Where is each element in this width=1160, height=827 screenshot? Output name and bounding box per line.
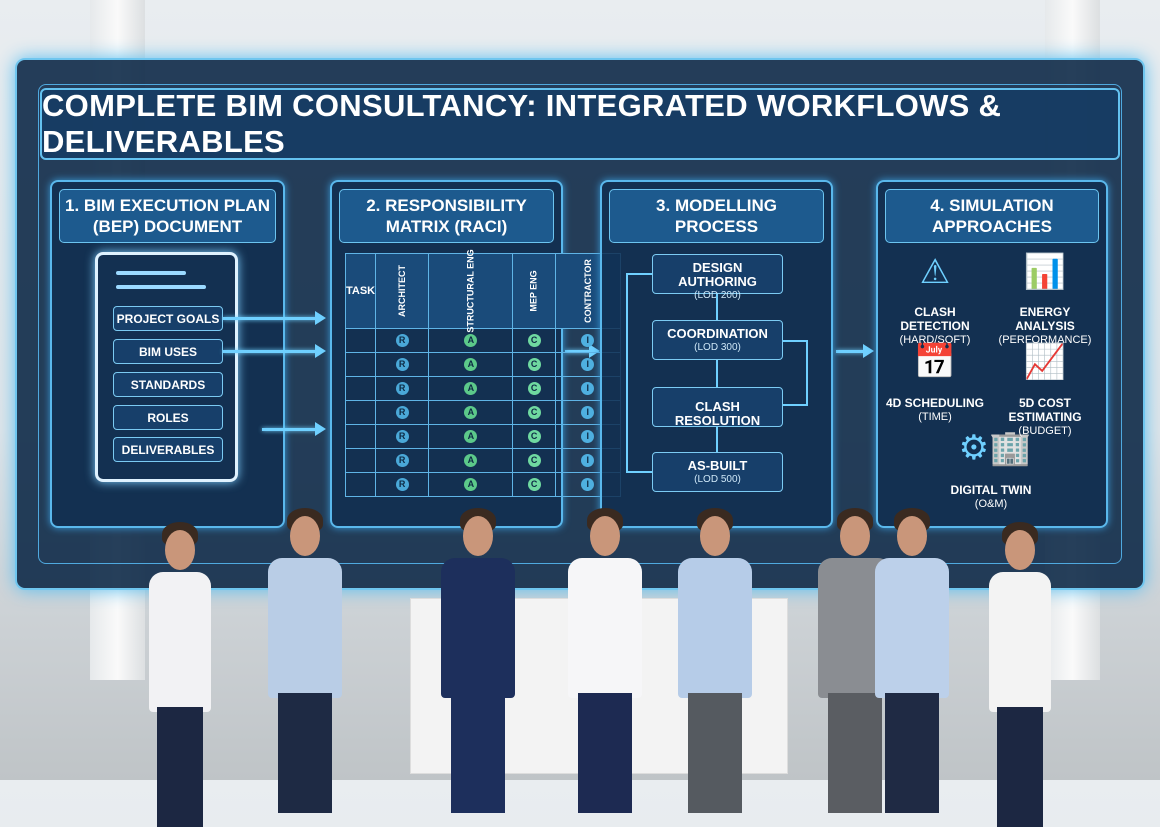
step-clash-resolution: CLASH RESOLUTION — [652, 387, 783, 428]
raci-badge: I — [581, 358, 595, 371]
raci-badge: C — [527, 478, 541, 491]
raci-badge: C — [527, 382, 541, 395]
sim-energy-analysis: ENERGY ANALYSIS(PERFORMANCE) — [998, 305, 1092, 346]
growth-chart-icon: 📈 — [1023, 343, 1067, 381]
raci-badge: I — [581, 478, 595, 491]
person — [135, 508, 225, 827]
column-header: STRUCTURAL ENG — [428, 249, 514, 333]
raci-table: TASK ARCHITECT STRUCTURAL ENG MEP ENG CO… — [344, 249, 621, 497]
bar-chart-icon: 📊 — [1023, 253, 1067, 291]
head-gear-building-icon: ⚙🏢 — [958, 429, 1032, 467]
panel-title: 3. MODELLING PROCESS — [609, 189, 824, 243]
sim-4d-scheduling: 4D SCHEDULING(TIME) — [885, 396, 984, 423]
raci-badge: C — [527, 454, 541, 467]
raci-badge: I — [581, 382, 595, 395]
column-header: ARCHITECT — [375, 253, 430, 329]
loop-line — [626, 471, 652, 473]
panel-title: 2. RESPONSIBILITY MATRIX (RACI) — [339, 189, 554, 243]
person — [433, 508, 523, 813]
sim-digital-twin: DIGITAL TWIN(O&M) — [950, 483, 1032, 510]
step-coordination: COORDINATION(LOD 300) — [652, 320, 783, 360]
arrow-icon — [223, 311, 326, 325]
raci-badge: R — [395, 454, 409, 467]
calendar-clock-icon: 📅 — [913, 343, 957, 381]
task-header: TASK — [344, 253, 377, 329]
bep-item-roles: ROLES — [113, 405, 223, 430]
raci-badge: A — [464, 430, 478, 443]
bep-item-deliverables: DELIVERABLES — [113, 437, 223, 462]
raci-badge: R — [395, 382, 409, 395]
flow-line — [716, 360, 718, 387]
raci-badge: C — [527, 334, 541, 347]
raci-badge: R — [395, 478, 409, 491]
flow-line — [716, 294, 718, 320]
clash-warning-icon: ⚠ — [919, 253, 951, 291]
panel-simulation: 4. SIMULATION APPROACHES — [876, 180, 1108, 528]
raci-badge: R — [395, 406, 409, 419]
arrow-icon — [223, 344, 326, 358]
column-header: MEP ENG — [512, 253, 556, 329]
raci-badge: R — [395, 358, 409, 371]
raci-badge: A — [464, 478, 478, 491]
raci-badge: A — [464, 334, 478, 347]
loop-line — [626, 273, 652, 275]
raci-badge: A — [464, 382, 478, 395]
panel-title: 4. SIMULATION APPROACHES — [885, 189, 1099, 243]
person — [670, 508, 760, 813]
raci-badge: R — [395, 334, 409, 347]
panel-title: 1. BIM EXECUTION PLAN (BEP) DOCUMENT — [59, 189, 276, 243]
feedback-loop-line — [783, 340, 808, 406]
raci-badge: C — [527, 358, 541, 371]
person — [260, 508, 350, 813]
raci-badge: I — [581, 406, 595, 419]
raci-badge: I — [581, 334, 595, 347]
raci-badge: I — [581, 430, 595, 443]
loop-line — [626, 274, 628, 472]
raci-badge: R — [395, 430, 409, 443]
step-as-built: AS-BUILT(LOD 500) — [652, 452, 783, 492]
sim-clash-detection: CLASH DETECTION(HARD/SOFT) — [899, 305, 971, 346]
person — [867, 508, 957, 813]
raci-badge: C — [527, 430, 541, 443]
raci-badge: A — [464, 454, 478, 467]
raci-badge: A — [464, 406, 478, 419]
sim-5d-cost: 5D COST ESTIMATING(BUDGET) — [1008, 396, 1082, 437]
flow-line — [716, 427, 718, 452]
raci-badge: I — [581, 454, 595, 467]
person — [560, 508, 650, 813]
bep-item-project-goals: PROJECT GOALS — [113, 306, 223, 331]
person — [975, 508, 1065, 827]
bep-item-bim-uses: BIM USES — [113, 339, 223, 364]
raci-badge: A — [464, 358, 478, 371]
display-title: COMPLETE BIM CONSULTANCY: INTEGRATED WOR… — [40, 88, 1120, 160]
arrow-icon — [836, 344, 874, 358]
step-design-authoring: DESIGN AUTHORING(LOD 200) — [652, 254, 783, 301]
raci-badge: C — [527, 406, 541, 419]
arrow-icon — [262, 422, 326, 436]
document-icon — [95, 252, 238, 482]
bep-item-standards: STANDARDS — [113, 372, 223, 397]
